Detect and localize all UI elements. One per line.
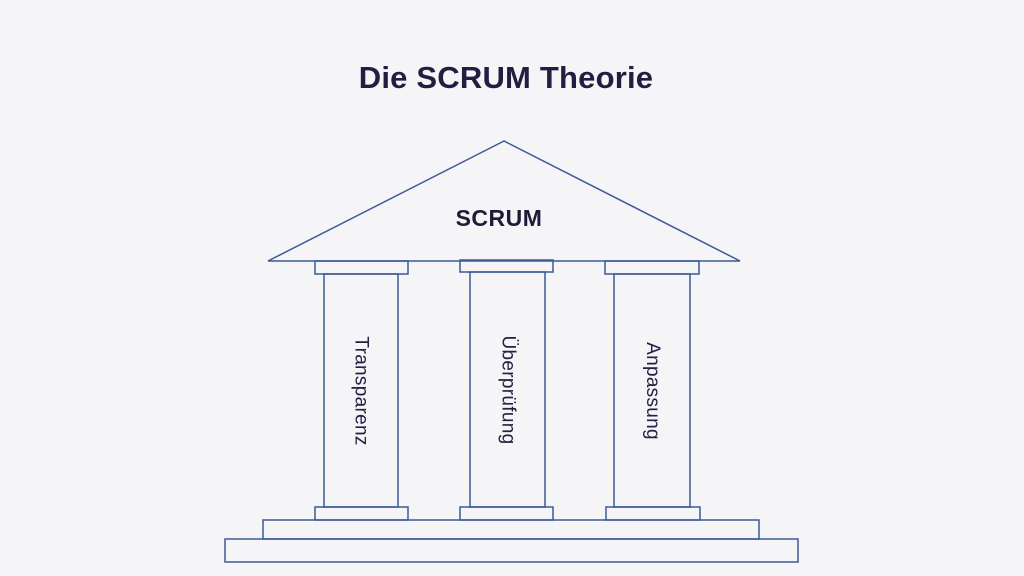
pillar-left-label-box: Transparenz [324,274,398,507]
pillar-middle-capital [460,260,553,272]
pillar-left-plinth [315,507,408,520]
pillar-right-label-box: Anpassung [614,274,690,507]
pillar-left-label: Transparenz [351,335,373,446]
pillar-middle-plinth [460,507,553,520]
pediment-label: SCRUM [455,205,543,231]
pillar-right-plinth [606,507,700,520]
pillar-right-label: Anpassung [642,341,663,440]
base-step-upper [263,520,759,539]
pillar-middle-label: Überprüfung [497,335,519,444]
base-step-lower [225,539,798,562]
pillar-middle-label-box: Überprüfung [470,272,545,507]
page-title: Die SCRUM Theorie [358,60,654,95]
pillar-right-capital [605,261,699,274]
pillar-left-capital [315,261,408,274]
pediment-shape [268,141,740,261]
